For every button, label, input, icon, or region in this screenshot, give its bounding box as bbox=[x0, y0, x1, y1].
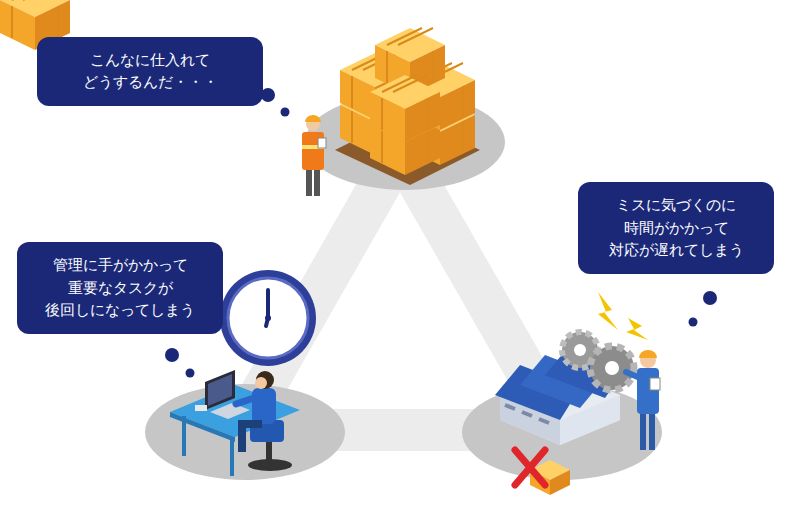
thought-dot bbox=[186, 369, 195, 378]
factory-worker bbox=[626, 350, 660, 450]
bubble-text: ミスに気づくのに 時間がかかって 対応が遅れてしまう bbox=[596, 194, 756, 262]
thought-dot bbox=[281, 108, 290, 117]
office-worker bbox=[236, 371, 292, 471]
worker bbox=[302, 115, 326, 196]
gears bbox=[562, 332, 634, 390]
box-stack bbox=[0, 0, 480, 185]
speech-bubble: ミスに気づくのに 時間がかかって 対応が遅れてしまう bbox=[578, 182, 774, 274]
speech-bubble: 管理に手がかかって 重要なタスクが 後回しになってしまう bbox=[17, 242, 223, 334]
thought-dot bbox=[165, 348, 179, 362]
wall-clock bbox=[220, 270, 316, 366]
thought-dot bbox=[261, 88, 275, 102]
bubble-text: 管理に手がかかって 重要なタスクが 後回しになってしまう bbox=[35, 254, 205, 322]
office-desk bbox=[170, 370, 300, 476]
speech-bubble: こんなに仕入れて どうするんだ・・・ bbox=[37, 37, 263, 106]
thought-dot bbox=[703, 291, 717, 305]
thought-dot bbox=[689, 318, 698, 327]
lightning bbox=[598, 292, 648, 340]
broken-package bbox=[515, 450, 570, 495]
bubble-text: こんなに仕入れて どうするんだ・・・ bbox=[55, 49, 245, 94]
platform bbox=[145, 384, 345, 480]
